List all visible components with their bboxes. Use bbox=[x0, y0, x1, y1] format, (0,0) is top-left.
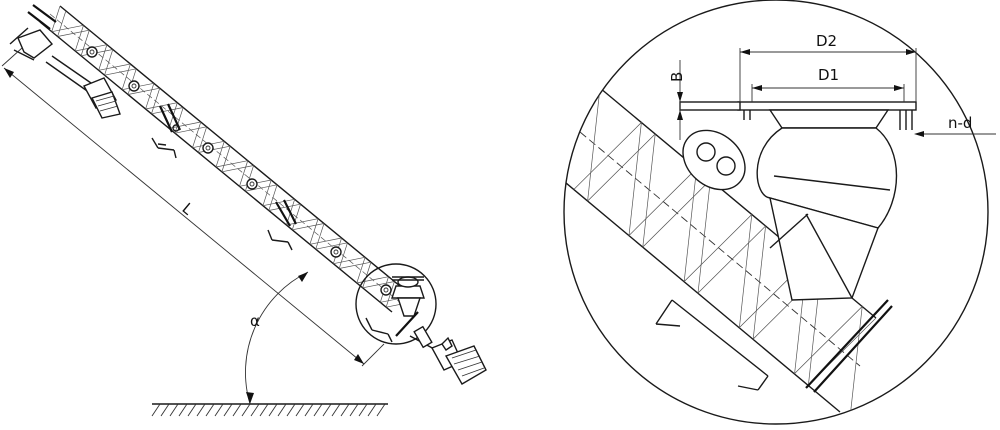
nd-label: n-d bbox=[948, 114, 972, 132]
hatch-line bbox=[187, 403, 197, 417]
nd-dimension: n-d bbox=[914, 114, 996, 137]
bearing-bump bbox=[380, 284, 392, 296]
hatch-line bbox=[250, 403, 260, 417]
detail-circle bbox=[563, 0, 989, 425]
section-joint-2 bbox=[267, 199, 297, 251]
discharge-hopper bbox=[679, 101, 917, 301]
bearing-bump bbox=[202, 142, 214, 154]
hatch-line bbox=[205, 403, 215, 417]
detail-enlargement: D2 D1 B n-d bbox=[563, 0, 996, 425]
hatch-line bbox=[169, 403, 179, 417]
section-joint-1 bbox=[151, 103, 181, 159]
hatch-line bbox=[286, 403, 296, 417]
bearing-bump-core bbox=[383, 287, 389, 293]
hatch-line bbox=[223, 403, 233, 417]
b-dimension: B bbox=[668, 60, 686, 140]
bearing-bump-core bbox=[89, 49, 95, 55]
conveyor-side-view: L α bbox=[1, 4, 487, 417]
angle-dimension: α bbox=[245, 271, 309, 405]
angle-label: α bbox=[250, 312, 260, 330]
drive-motor-head bbox=[409, 325, 487, 385]
hatch-line bbox=[268, 403, 278, 417]
hatch-line bbox=[196, 403, 206, 417]
drive-motor-upper bbox=[45, 55, 121, 119]
bearing-bump-core bbox=[131, 83, 137, 89]
hatch-line bbox=[340, 403, 350, 417]
bearing-bump bbox=[86, 46, 98, 58]
d1-dimension: D1 bbox=[751, 66, 905, 102]
bearing-bump bbox=[128, 80, 140, 92]
hatch-line bbox=[259, 403, 269, 417]
screw-flight bbox=[51, 6, 412, 303]
d2-label: D2 bbox=[816, 32, 837, 50]
bearing-bump bbox=[330, 246, 342, 258]
bearing-bump bbox=[246, 178, 258, 190]
hatch-line bbox=[151, 403, 161, 417]
hatch-line bbox=[331, 403, 341, 417]
conveyor-tube bbox=[39, 5, 413, 313]
d2-dimension: D2 bbox=[739, 32, 917, 102]
screw-flight bbox=[573, 121, 863, 420]
hatch-line bbox=[160, 403, 170, 417]
hatch-line bbox=[241, 403, 251, 417]
hatch-line bbox=[358, 403, 368, 417]
hatch-line bbox=[178, 403, 188, 417]
tail-end bbox=[9, 4, 57, 61]
hatch-line bbox=[304, 403, 314, 417]
hanger-bearings bbox=[86, 46, 392, 296]
hatch-line bbox=[277, 403, 287, 417]
hatch-line bbox=[322, 403, 332, 417]
bearing-bump-core bbox=[333, 249, 339, 255]
length-dimension: L bbox=[1, 47, 385, 367]
ground-hatch bbox=[151, 403, 388, 417]
hatch-line bbox=[367, 403, 377, 417]
hatch-line bbox=[313, 403, 323, 417]
detail-marker-circle bbox=[355, 263, 437, 345]
bearing-bump-core bbox=[205, 145, 211, 151]
hatch-line bbox=[214, 403, 224, 417]
length-label: L bbox=[179, 199, 197, 219]
hatch-line bbox=[376, 403, 386, 417]
screw-flight bbox=[57, 10, 412, 308]
bearing-bump-core bbox=[249, 181, 255, 187]
hatch-line bbox=[232, 403, 242, 417]
d1-label: D1 bbox=[818, 66, 839, 84]
screw-flight bbox=[587, 87, 877, 386]
b-label: B bbox=[668, 72, 686, 82]
hatch-line bbox=[349, 403, 359, 417]
hatch-line bbox=[295, 403, 305, 417]
head-end bbox=[365, 276, 425, 343]
